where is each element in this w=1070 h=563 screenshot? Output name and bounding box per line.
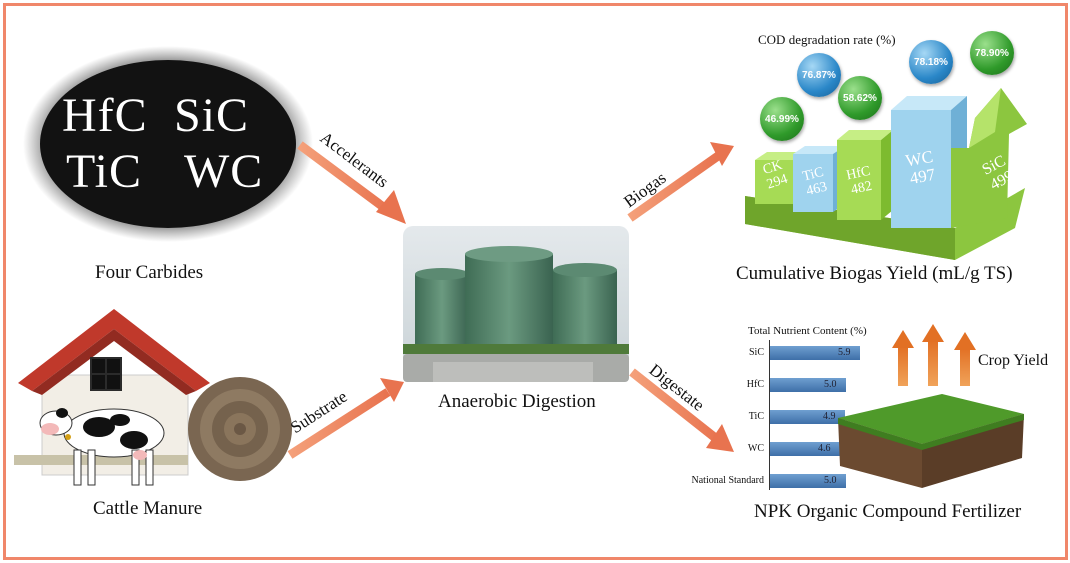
nutrient-bar [770,442,840,456]
nutrient-category-label: SiC [748,347,764,358]
nutrient-bar [770,378,846,392]
crop-yield-arrows-icon [892,324,976,386]
nutrient-value-label: 4.9 [823,411,836,422]
house-icon [14,309,210,476]
cod-bubble-ck: 46.99% [760,97,804,141]
carbide-wc: WC [184,145,264,198]
nutrient-value-label: 5.0 [824,379,837,390]
crop-yield-label: Crop Yield [978,352,1049,369]
farm-illustration [14,309,292,486]
carbide-powder-image [23,46,313,242]
cattle-manure-caption: Cattle Manure [93,498,203,519]
cod-bubble-hfc: 58.62% [838,76,882,120]
nutrient-category-label: TiC [748,411,764,422]
nutrient-bar [770,346,860,360]
nutrient-chart-axis [769,340,770,490]
four-carbides-caption: Four Carbides [95,262,204,283]
biogas-yield-caption: Cumulative Biogas Yield (mL/g TS) [736,263,1013,284]
nutrient-bar [770,410,845,424]
cow-icon [39,408,165,486]
soil-crop-image [838,324,1024,488]
nutrient-value-label: 5.0 [824,475,837,486]
cod-title: COD degradation rate (%) [758,32,896,47]
nutrient-bar [770,474,846,488]
nutrient-category-label: HfC [746,379,764,390]
cod-bubble-sic: 78.90% [970,31,1014,75]
manure-icon [188,377,292,481]
soil-block-icon [838,394,1024,488]
nutrient-value-label: 4.6 [818,443,831,454]
nutrient-chart-title: Total Nutrient Content (%) [748,325,867,337]
cod-bubble-wc: 78.18% [909,40,953,84]
bar-ck [755,152,805,204]
carbide-tic: TiC [66,145,142,198]
nutrient-category-label: WC [747,443,764,454]
fertilizer-caption: NPK Organic Compound Fertilizer [754,501,1022,522]
carbide-hfc: HfC [62,89,148,142]
carbide-sic: SiC [174,89,250,142]
digester-plant-image [403,226,629,382]
anaerobic-digestion-caption: Anaerobic Digestion [438,391,596,412]
nutrient-category-label: National Standard [691,475,764,486]
cod-bubble-tic: 76.87% [797,53,841,97]
biogas-yield-3d-chart [745,88,1027,260]
nutrient-value-label: 5.9 [838,347,851,358]
bar-sic-arrow [951,88,1027,228]
bar-hfc [837,130,893,220]
